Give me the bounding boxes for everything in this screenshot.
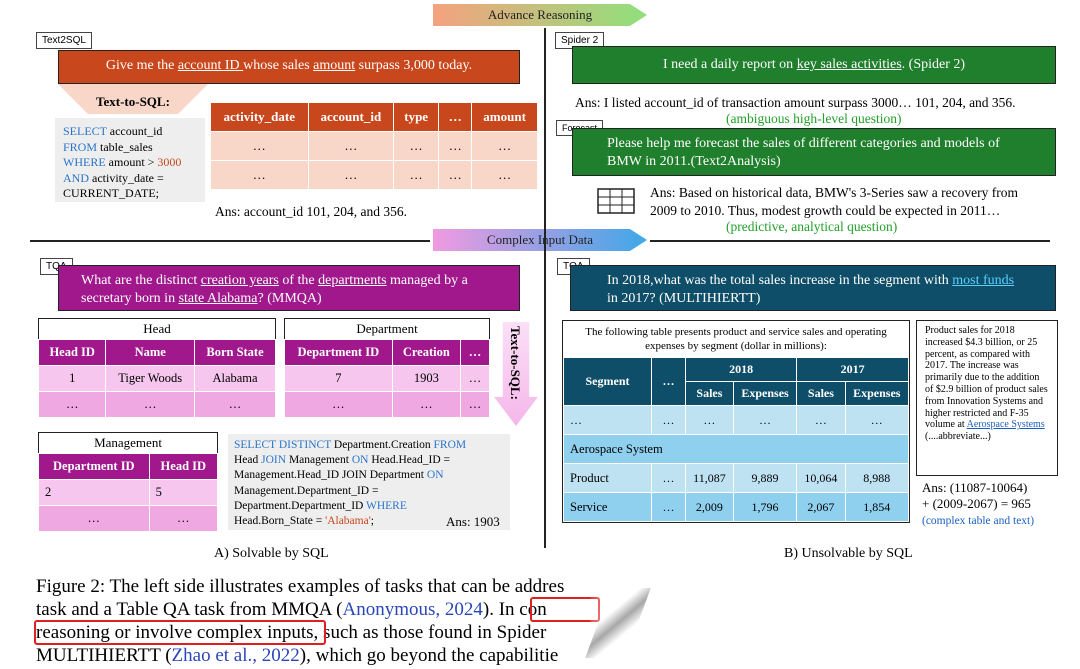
- forecast-answer: Ans: Based on historical data, BMW's 3-S…: [650, 185, 1018, 218]
- horizontal-divider-right: [650, 240, 1050, 242]
- vertical-divider: [544, 28, 546, 548]
- multihiertt-question: In 2018,what was the total sales increas…: [570, 265, 1056, 311]
- advance-reasoning-banner: Advance Reasoning: [433, 4, 647, 26]
- table-row: ………: [284, 391, 491, 418]
- horizontal-divider-left: [30, 240, 430, 242]
- dept-caption: Department: [284, 318, 490, 339]
- col-type: type: [393, 102, 440, 132]
- col-amount: amount: [471, 102, 538, 132]
- forecast-question: Please help me forecast the sales of dif…: [572, 128, 1056, 176]
- t2s-vertical-label: Text-to-SQL:: [508, 326, 523, 400]
- multihiertt-text-box: Product sales for 2018 increased $4.3 bi…: [916, 320, 1058, 476]
- multihiertt-table-group: The following table presents product and…: [562, 320, 910, 523]
- complex-input-label: Complex Input Data: [486, 232, 594, 247]
- subcaption-right: B) Unsolvable by SQL: [784, 546, 913, 561]
- subcaption-left: A) Solvable by SQL: [214, 546, 329, 561]
- multihiertt-answer: Ans: (11087-10064) + (2009-2067) = 965: [922, 480, 1031, 511]
- multihiertt-table-caption: The following table presents product and…: [585, 326, 887, 352]
- figure-caption: Figure 2: The left side illustrates exam…: [36, 576, 565, 666]
- mgmt-caption: Management: [38, 432, 218, 453]
- col-ellipsis: …: [438, 102, 473, 132]
- down-arrow-shape: [58, 84, 208, 114]
- spider-answer: Ans: I listed account_id of transaction …: [575, 95, 1016, 110]
- col-account-id: account_id: [307, 102, 395, 132]
- text2sql-tag: Text2SQL: [36, 32, 92, 49]
- mmqa-answer: Ans: 1903: [446, 514, 500, 529]
- sql-block: SELECT account_id FROM table_sales WHERE…: [55, 118, 205, 202]
- t2s-label: Text-to-SQL:: [96, 94, 170, 109]
- table-row: ………………: [563, 405, 910, 435]
- col-activity-date: activity_date: [210, 102, 309, 132]
- complex-input-banner: Complex Input Data: [433, 229, 647, 251]
- table-row: ………: [37, 391, 276, 418]
- text2sql-question: Give me the account ID whose sales amoun…: [58, 50, 520, 84]
- table-row: ……………: [210, 160, 538, 190]
- table-row: Aerospace System: [563, 434, 909, 464]
- highlight-box-2: [34, 620, 326, 645]
- sales-table: activity_date account_id type … amount ……: [210, 102, 538, 190]
- table-row: ……………: [210, 131, 538, 161]
- forecast-note: (predictive, analytical question): [726, 219, 898, 234]
- mmqa-sql-block: SELECT DISTINCT Department.Creation FROM…: [228, 434, 510, 530]
- multihiertt-note: (complex table and text): [922, 515, 1035, 527]
- mmqa-question: What are the distinct creation years of …: [58, 265, 520, 311]
- head-caption: Head: [38, 318, 276, 339]
- table-grid-icon: [597, 188, 635, 219]
- spider-note: (ambiguous high-level question): [726, 111, 902, 126]
- advance-reasoning-label: Advance Reasoning: [487, 7, 593, 22]
- text2sql-answer: Ans: account_id 101, 204, and 356.: [215, 204, 407, 219]
- spider-question: I need a daily report on key sales activ…: [572, 46, 1056, 84]
- table-row: ……: [38, 505, 219, 532]
